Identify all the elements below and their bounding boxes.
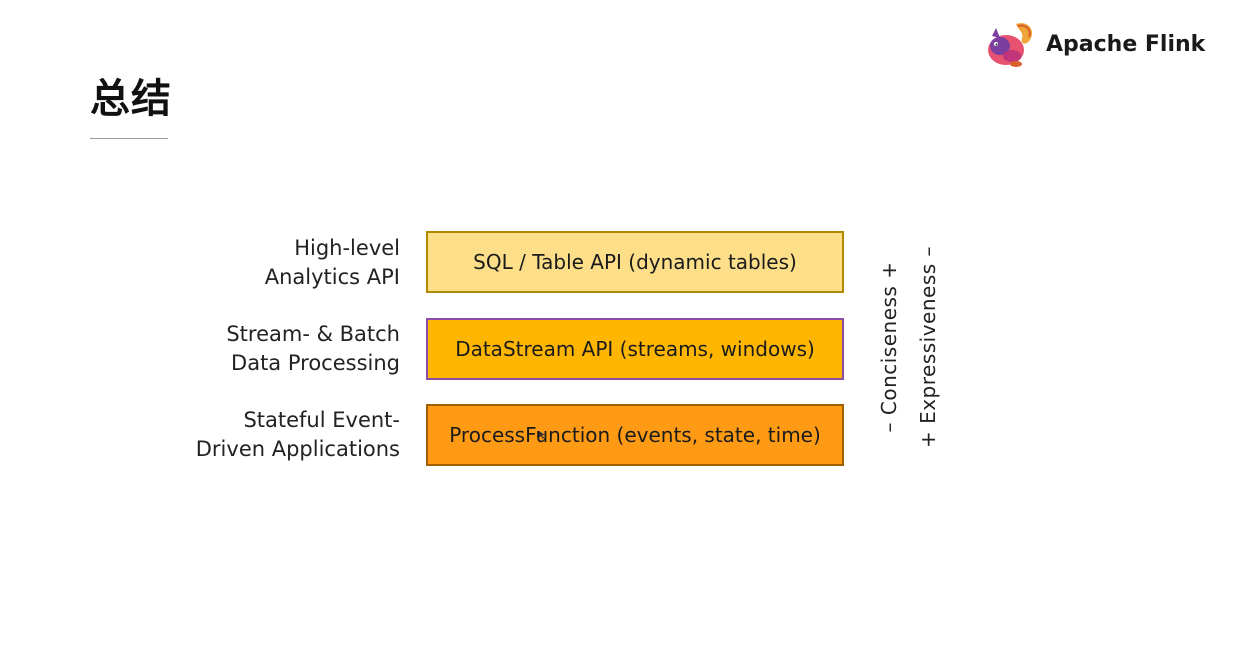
layer-label-line: Stream- & Batch bbox=[226, 322, 400, 346]
title-underline bbox=[90, 138, 168, 139]
layer-label-analytics: High-level Analytics API bbox=[265, 234, 400, 292]
layer-label-line: High-level bbox=[294, 236, 400, 260]
flink-squirrel-logo-icon bbox=[988, 23, 1033, 67]
apache-flink-wordmark: Apache Flink bbox=[1046, 31, 1206, 57]
conciseness-axis: – Conciseness + bbox=[869, 236, 909, 458]
layer-box-processfunction: ProcessFunction (events, state, time) bbox=[426, 404, 844, 466]
apache-flink-logo: Apache Flink bbox=[982, 16, 1212, 72]
layer-box-datastream-api: DataStream API (streams, windows) bbox=[426, 318, 844, 380]
layer-label-line: Driven Applications bbox=[195, 437, 400, 461]
expressiveness-axis: + Expressiveness – bbox=[908, 236, 948, 458]
layer-label-line: Analytics API bbox=[264, 265, 400, 289]
layer-label-stateful-apps: Stateful Event- Driven Applications bbox=[196, 406, 400, 464]
slide-title: 总结 bbox=[90, 76, 172, 122]
conciseness-axis-label: – Conciseness + bbox=[877, 261, 901, 433]
layer-box-sql-table-api: SQL / Table API (dynamic tables) bbox=[426, 231, 844, 293]
expressiveness-axis-label: + Expressiveness – bbox=[916, 245, 940, 449]
mouse-cursor-icon bbox=[539, 431, 545, 439]
layer-label-line: Stateful Event- bbox=[243, 408, 400, 432]
layer-label-line: Data Processing bbox=[231, 351, 400, 375]
layer-label-stream-batch: Stream- & Batch Data Processing bbox=[226, 320, 400, 378]
